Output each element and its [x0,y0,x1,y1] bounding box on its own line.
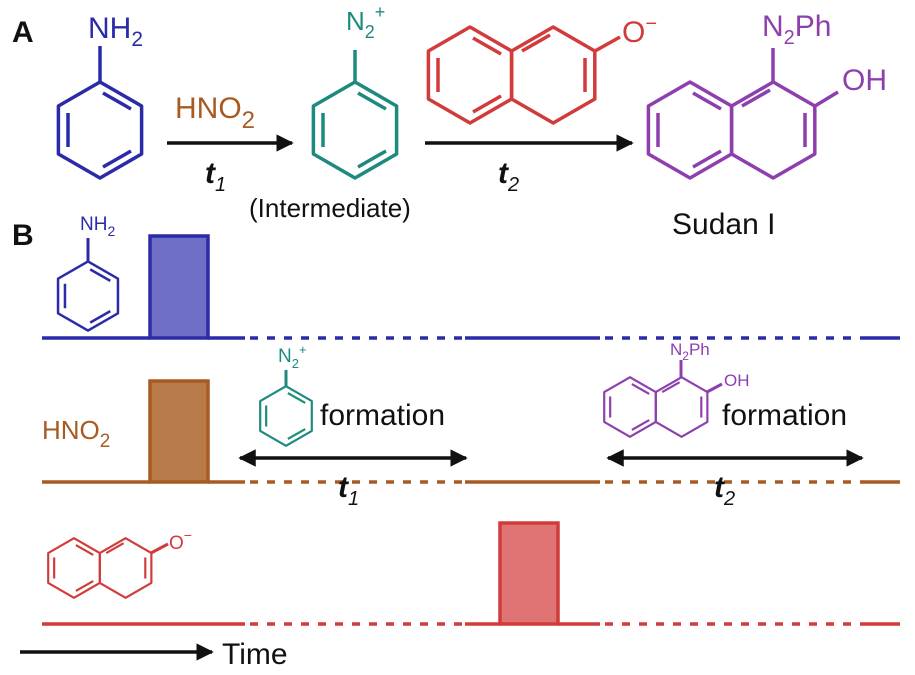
hno2-trace [42,379,900,484]
hno2-pulse [148,379,210,484]
t1-label: t1 [338,471,359,510]
diazonium-small-label: N2+ [278,342,307,371]
step1-time-label: t1 [205,157,226,196]
sudan-small-hydroxyl-label: OH [724,371,750,390]
aniline-pulse [148,234,210,340]
panel-a-label: A [12,16,34,49]
aniline-structure: NH2 [56,12,144,180]
aniline-amine-label: NH2 [88,12,143,51]
naphthoxide-oxygen-label: O− [622,13,657,49]
naphthoxide-trace [42,521,900,626]
sudan-azo-label: N2Ph [762,10,832,49]
t2-label: t2 [714,471,735,510]
naphthoxide-structure: O− [426,13,657,125]
step2-time-label: t2 [498,157,519,196]
reagent-hno2-label-b: HNO2 [42,415,110,452]
formation-label-1: formation [320,399,445,432]
panel-b-label: B [12,219,34,252]
product-name: Sudan I [672,208,775,241]
naphthoxide-small-structure: O− [47,527,192,599]
diazonium-small-structure: N2+ [259,342,313,447]
formation-label-2: formation [722,399,847,432]
naphthoxide-pulse [498,521,560,626]
diazonium-structure: N2+ [311,2,399,180]
sudan-small-azo-label: N2Ph [670,340,710,363]
aniline-trace [42,234,900,340]
time-axis-label: Time [222,638,288,670]
intermediate-caption: (Intermediate) [249,193,411,223]
aniline-small-structure: NH2 [56,214,120,332]
sudan-small-structure: N2Ph OH [603,340,750,438]
reagent-hno2-label: HNO2 [175,92,255,134]
sudan-i-structure: N2Ph OH [646,10,887,180]
aniline-small-amine-label: NH2 [80,214,115,239]
naphthoxide-small-oxygen-label: O− [169,527,192,554]
diazonium-group-label: N2+ [346,2,385,42]
sudan-hydroxyl-label: OH [842,64,887,97]
